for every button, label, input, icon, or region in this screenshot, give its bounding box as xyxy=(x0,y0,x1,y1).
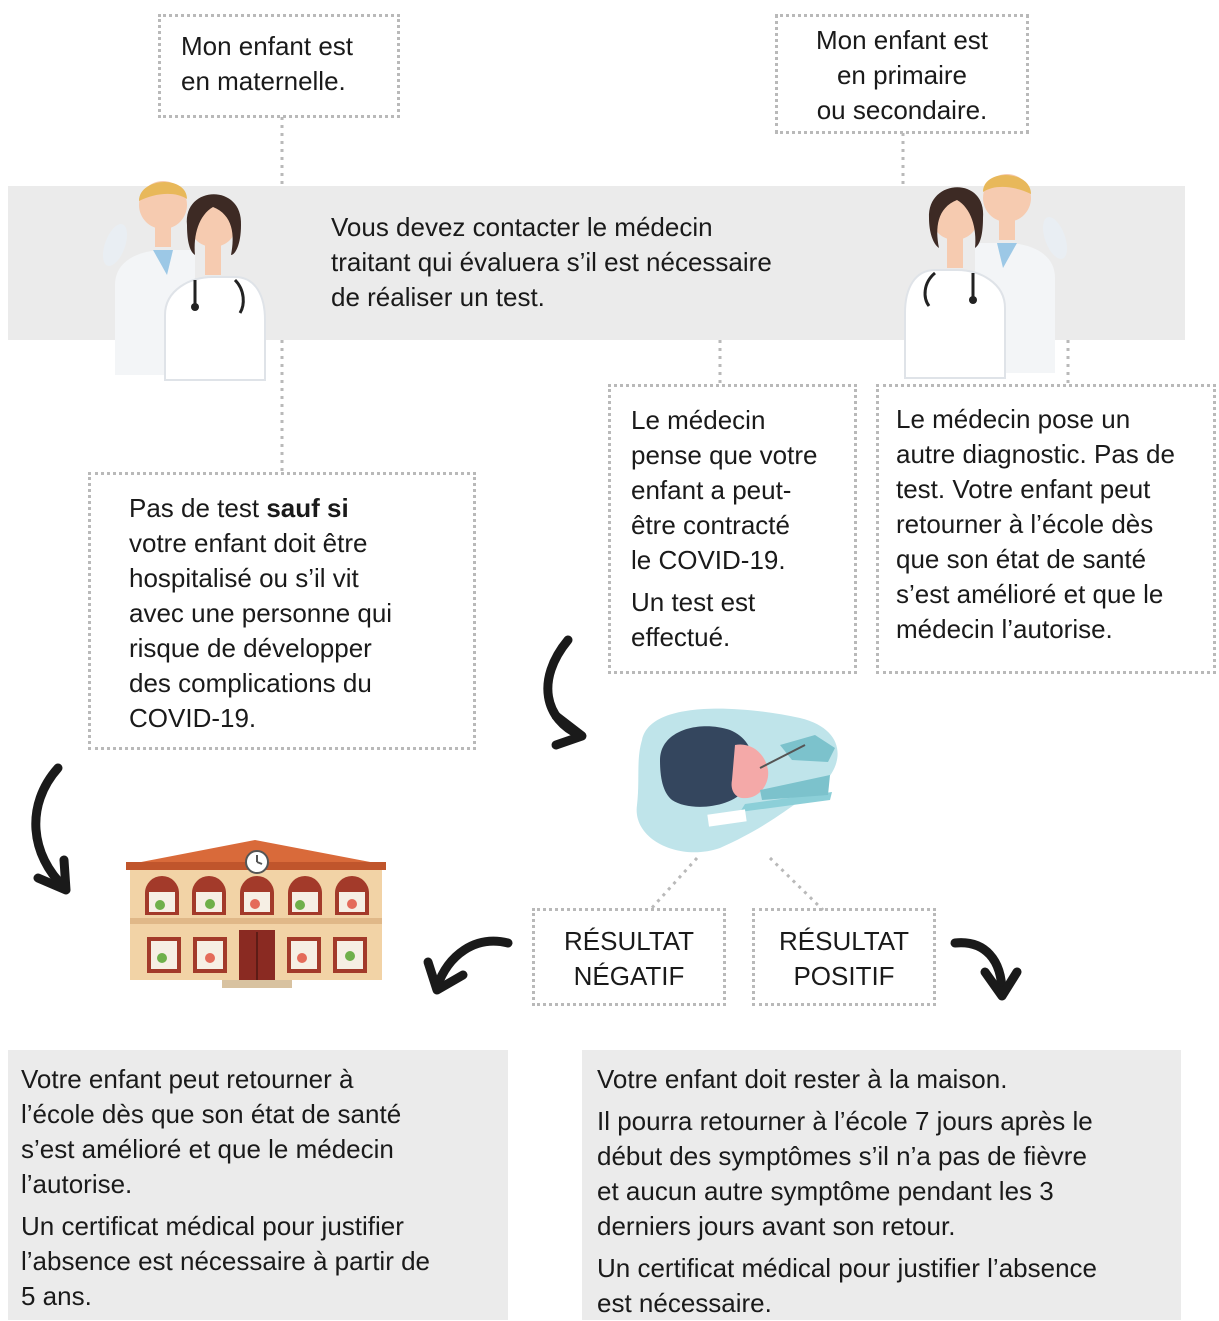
no-test-line: COVID-19. xyxy=(129,703,257,733)
result-negative-line: NÉGATIF xyxy=(573,961,685,991)
outcome-positive-line: derniers jours avant son retour. xyxy=(597,1211,956,1241)
outcome-negative-line: s’est amélioré et que le médecin xyxy=(21,1134,394,1164)
result-negative-text: RÉSULTAT NÉGATIF xyxy=(535,911,723,994)
doctors-left-icon xyxy=(102,181,266,381)
suspect-line: le COVID-19. xyxy=(631,545,786,575)
suspect-line: pense que votre xyxy=(631,440,818,470)
connector-test-to-positive xyxy=(768,856,825,912)
primaire-line: ou secondaire. xyxy=(816,95,988,125)
outcome-negative-line: l’autorise. xyxy=(21,1169,133,1199)
outcome-positive-line: Votre enfant doit rester à la maison. xyxy=(597,1064,1008,1094)
result-negative-line: RÉSULTAT xyxy=(563,926,694,956)
other-diagnosis-box: Le médecin pose un autre diagnostic. Pas… xyxy=(876,384,1216,674)
no-test-line: des complications du xyxy=(129,668,372,698)
other-diagnosis-line: retourner à l’école dès xyxy=(896,509,1154,539)
result-negative-box: RÉSULTAT NÉGATIF xyxy=(532,908,726,1006)
no-test-line: risque de développer xyxy=(129,633,372,663)
outcome-positive-line: est nécessaire. xyxy=(597,1288,772,1318)
outcome-negative-line: Votre enfant peut retourner à xyxy=(21,1064,354,1094)
contact-line: de réaliser un test. xyxy=(331,282,545,312)
outcome-positive-panel: Votre enfant doit rester à la maison. Il… xyxy=(582,1050,1181,1320)
doctors-right-icon xyxy=(904,174,1068,379)
no-test-box: Pas de test sauf si votre enfant doit êt… xyxy=(88,472,476,750)
curved-arrow-icon xyxy=(543,635,587,750)
no-test-text: Pas de test sauf si votre enfant doit êt… xyxy=(129,491,392,736)
curved-arrow-icon xyxy=(423,936,513,995)
outcome-negative-line: l’école dès que son état de santé xyxy=(21,1099,402,1129)
suspect-covid-box: Le médecin pense que votre enfant a peut… xyxy=(608,384,857,674)
maternelle-box: Mon enfant est en maternelle. xyxy=(158,14,400,118)
no-test-first-line: Pas de test sauf si xyxy=(129,491,392,526)
swab-test-icon xyxy=(636,708,838,853)
outcome-negative-panel: Votre enfant peut retourner à l’école dè… xyxy=(8,1050,508,1320)
school-building-icon xyxy=(126,840,386,988)
outcome-positive-line: Il pourra retourner à l’école 7 jours ap… xyxy=(597,1106,1093,1136)
contact-doctor-text: Vous devez contacter le médecin traitant… xyxy=(331,210,772,315)
maternelle-text: Mon enfant est en maternelle. xyxy=(181,29,353,99)
other-diagnosis-text: Le médecin pose un autre diagnostic. Pas… xyxy=(896,402,1175,647)
outcome-negative-text: Votre enfant peut retourner à l’école dè… xyxy=(21,1062,430,1314)
other-diagnosis-line: médecin l’autorise. xyxy=(896,614,1113,644)
other-diagnosis-line: que son état de santé xyxy=(896,544,1147,574)
other-diagnosis-line: test. Votre enfant peut xyxy=(896,474,1151,504)
suspect-line: effectué. xyxy=(631,622,731,652)
maternelle-line: en maternelle. xyxy=(181,66,346,96)
primaire-line: en primaire xyxy=(836,60,968,90)
primaire-text: Mon enfant est en primaire ou secondaire… xyxy=(778,17,1026,128)
suspect-covid-text: Le médecin pense que votre enfant a peut… xyxy=(631,403,817,655)
contact-line: traitant qui évaluera s’il est nécessair… xyxy=(331,247,772,277)
outcome-negative-line: 5 ans. xyxy=(21,1281,92,1311)
outcome-positive-line: et aucun autre symptôme pendant les 3 xyxy=(597,1176,1054,1206)
result-positive-text: RÉSULTAT POSITIF xyxy=(755,911,933,994)
primaire-line: Mon enfant est xyxy=(816,25,988,55)
no-test-line: hospitalisé ou s’il vit xyxy=(129,563,359,593)
other-diagnosis-line: s’est amélioré et que le xyxy=(896,579,1164,609)
suspect-line: Un test est xyxy=(631,587,756,617)
other-diagnosis-line: Le médecin pose un xyxy=(896,404,1131,434)
other-diagnosis-line: autre diagnostic. Pas de xyxy=(896,439,1175,469)
no-test-line: votre enfant doit être xyxy=(129,528,368,558)
suspect-line: enfant a peut- xyxy=(631,475,792,505)
connector-test-to-negative xyxy=(648,856,699,912)
curved-arrow-icon xyxy=(950,938,1022,1001)
suspect-line: Le médecin xyxy=(631,405,766,435)
result-positive-line: POSITIF xyxy=(793,961,895,991)
outcome-positive-line: Un certificat médical pour justifier l’a… xyxy=(597,1253,1097,1283)
outcome-positive-text: Votre enfant doit rester à la maison. Il… xyxy=(597,1062,1097,1321)
outcome-negative-line: l’absence est nécessaire à partir de xyxy=(21,1246,431,1276)
outcome-negative-line: Un certificat médical pour justifier xyxy=(21,1211,404,1241)
result-positive-box: RÉSULTAT POSITIF xyxy=(752,908,936,1006)
no-test-lead: Pas de test xyxy=(129,493,267,523)
no-test-bold: sauf si xyxy=(266,493,349,523)
no-test-line: avec une personne qui xyxy=(129,598,393,628)
curved-arrow-icon xyxy=(31,763,71,895)
maternelle-line: Mon enfant est xyxy=(181,31,353,61)
outcome-positive-line: début des symptômes s’il n’a pas de fièv… xyxy=(597,1141,1087,1171)
result-positive-line: RÉSULTAT xyxy=(778,926,909,956)
contact-line: Vous devez contacter le médecin xyxy=(331,212,713,242)
suspect-line: être contracté xyxy=(631,510,790,540)
primaire-box: Mon enfant est en primaire ou secondaire… xyxy=(775,14,1029,134)
